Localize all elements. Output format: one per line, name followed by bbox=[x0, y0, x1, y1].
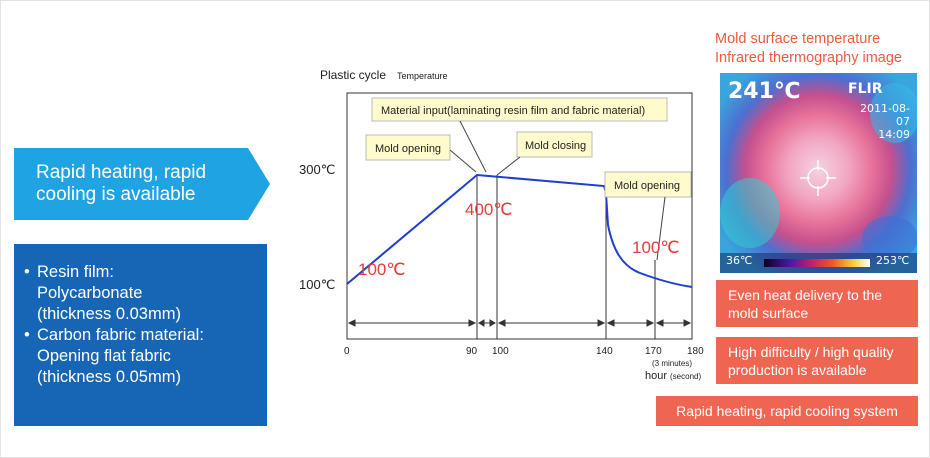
benefit-text: Even heat delivery to the mold surface bbox=[728, 287, 883, 321]
y-tick-label: 300℃ bbox=[299, 162, 335, 177]
callout-box bbox=[604, 171, 692, 198]
benefit-rapid-system: Rapid heating, rapid cooling system bbox=[656, 396, 918, 426]
chart-svg: Plastic cycle Temperature 300℃ 100℃ Mate… bbox=[299, 68, 704, 382]
ir-max-temp: 253℃ bbox=[876, 254, 910, 267]
callout-mold-opening-2: Mold opening bbox=[604, 171, 692, 261]
x-tick-label: 180 bbox=[687, 346, 704, 357]
temp-label-peak: 400℃ bbox=[465, 200, 512, 219]
banner-text: Rapid heating, rapid cooling is availabl… bbox=[36, 162, 207, 205]
materials-box: Resin film: Polycarbonate (thickness 0.0… bbox=[14, 244, 267, 426]
callout-pointer bbox=[496, 156, 521, 176]
ir-date: 2011-08-07 bbox=[860, 102, 910, 128]
x-end-note: (3 minutes) bbox=[652, 359, 692, 368]
color-scale-bar bbox=[764, 259, 870, 267]
callout-box bbox=[365, 134, 451, 161]
rapid-heating-banner: Rapid heating, rapid cooling is availabl… bbox=[14, 148, 270, 220]
ir-temperature: 241℃ bbox=[728, 79, 801, 104]
thermography-image: 241℃ FLIR 2011-08-07 14:09 36℃ 253℃ bbox=[720, 73, 917, 273]
benefit-high-quality: High difficulty / high quality productio… bbox=[716, 337, 918, 384]
benefit-text: High difficulty / high quality productio… bbox=[728, 344, 894, 378]
ir-caption: Mold surface temperature Infrared thermo… bbox=[715, 30, 902, 68]
callout-material-input: Material input(laminating resin film and… bbox=[371, 97, 668, 173]
callout-text: Material input(laminating resin film and… bbox=[381, 105, 645, 117]
material-line: (thickness 0.05mm) bbox=[37, 368, 181, 386]
x-tick-label: 170 bbox=[645, 346, 662, 357]
ir-datetime: 2011-08-07 14:09 bbox=[850, 102, 910, 141]
callout-box bbox=[516, 131, 593, 158]
material-carbon-fabric: Carbon fabric material: Opening flat fab… bbox=[24, 325, 267, 388]
x-tick-label: 90 bbox=[466, 346, 478, 357]
interval-arrows bbox=[347, 319, 692, 327]
ir-min-temp: 36℃ bbox=[726, 254, 753, 267]
ir-time: 14:09 bbox=[878, 128, 910, 141]
callout-box bbox=[371, 97, 668, 122]
callout-text: Mold opening bbox=[614, 180, 680, 192]
x-tick-label: 100 bbox=[492, 346, 509, 357]
callout-text: Mold opening bbox=[375, 143, 441, 155]
material-resin-film: Resin film: Polycarbonate (thickness 0.0… bbox=[24, 262, 267, 325]
y-tick-label: 100℃ bbox=[299, 277, 335, 292]
callout-pointer bbox=[449, 149, 477, 173]
x-tick-label: 0 bbox=[344, 346, 350, 357]
temp-label-start: 100℃ bbox=[358, 260, 405, 279]
ir-caption-line: Mold surface temperature bbox=[715, 31, 881, 47]
material-line: Polycarbonate bbox=[37, 284, 143, 302]
thermal-map bbox=[720, 73, 917, 273]
callout-pointer bbox=[656, 196, 666, 261]
plastic-cycle-chart: Plastic cycle Temperature 300℃ 100℃ Mate… bbox=[290, 60, 710, 390]
benefit-even-heat: Even heat delivery to the mold surface bbox=[716, 280, 918, 327]
material-line: (thickness 0.03mm) bbox=[37, 305, 181, 323]
material-line: Carbon fabric material: bbox=[37, 326, 204, 344]
material-line: Resin film: bbox=[37, 263, 115, 281]
chart-title: Plastic cycle bbox=[320, 68, 386, 82]
callout-mold-closing: Mold closing bbox=[496, 131, 593, 176]
x-unit-note: (second) bbox=[670, 372, 701, 381]
callout-pointer bbox=[459, 120, 487, 173]
ir-caption-line: Infrared thermography image bbox=[715, 50, 902, 66]
temperature-line bbox=[346, 173, 693, 288]
flir-logo: FLIR bbox=[848, 81, 883, 97]
chart-subtitle: Temperature bbox=[397, 71, 448, 81]
x-unit: hour bbox=[645, 370, 667, 382]
material-line: Opening flat fabric bbox=[37, 347, 171, 365]
x-tick-label: 140 bbox=[596, 346, 613, 357]
benefit-text: Rapid heating, rapid cooling system bbox=[676, 403, 898, 419]
chart-frame bbox=[346, 92, 693, 340]
banner-shape bbox=[14, 148, 270, 220]
crosshair-icon bbox=[800, 160, 836, 196]
callout-text: Mold closing bbox=[525, 140, 586, 152]
temp-label-end: 100℃ bbox=[632, 238, 679, 257]
callout-mold-opening-1: Mold opening bbox=[365, 134, 477, 173]
